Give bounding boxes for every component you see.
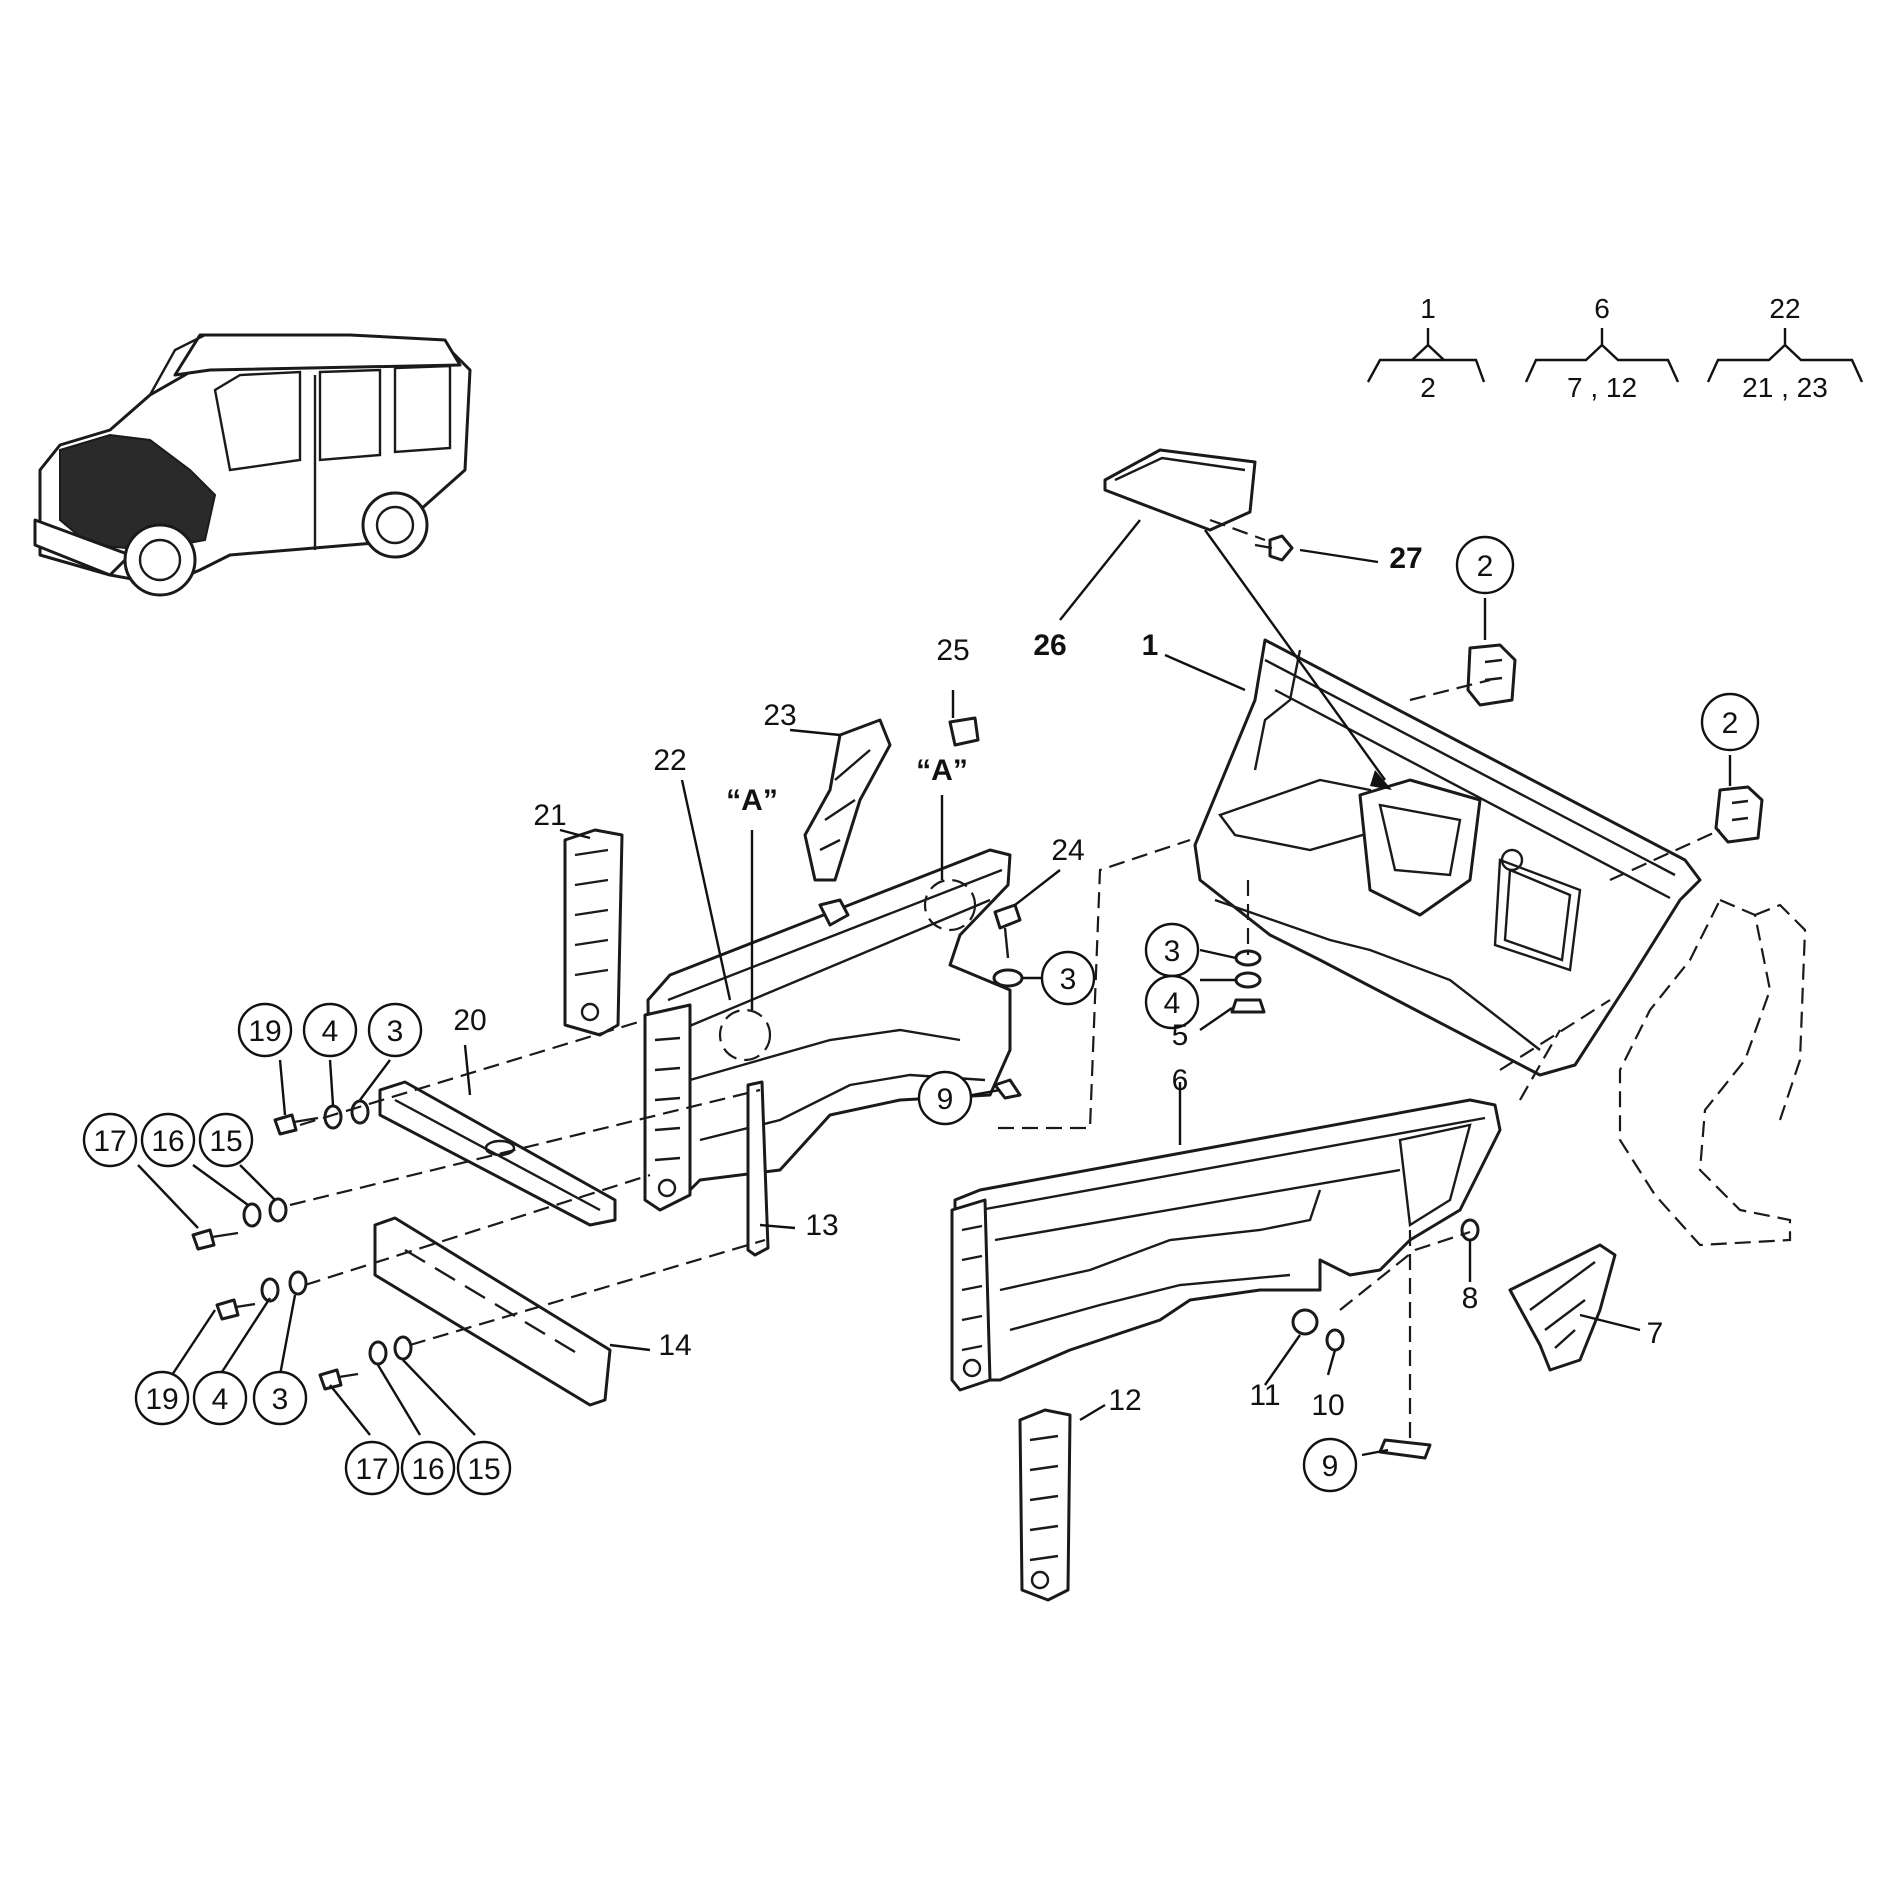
callout-circle-15a [198, 1112, 254, 1168]
callout-circle-3d [252, 1370, 308, 1426]
callout-circle-17b [344, 1440, 400, 1496]
callout-leaders [137, 519, 1732, 1457]
callout-14: 14 [658, 1329, 691, 1362]
vehicle-locator-thumbnail [33, 333, 472, 597]
group-bracket-1: 1 2 [1366, 293, 1486, 403]
group-22-bottom: 21 , 23 [1742, 372, 1828, 403]
callout-circle-4c [192, 1370, 248, 1426]
callout-16b: 16 [411, 1453, 444, 1486]
group-6-top: 6 [1594, 293, 1610, 324]
callout-11: 11 [1249, 1379, 1280, 1412]
strap-part-9-upper [993, 1078, 1022, 1100]
assembly-lines [289, 678, 1721, 1347]
callout-26: 26 [1033, 629, 1066, 662]
callout-15a: 15 [209, 1125, 242, 1158]
callout-circle-3c [367, 1002, 423, 1058]
screw-part-27 [1209, 518, 1294, 562]
washer-part-3-upper [992, 968, 1024, 988]
post-part-12 [1018, 1408, 1072, 1602]
callout-25: 25 [936, 634, 969, 667]
inner-fender-part-6 [950, 1098, 1502, 1392]
group-1-top: 1 [1420, 293, 1436, 324]
firewall-part-1 [1193, 638, 1702, 1077]
bolt-part-24 [993, 903, 1022, 959]
callout-circle-17a [82, 1112, 138, 1168]
callout-9b: 9 [1322, 1450, 1339, 1483]
callout-3a: 3 [1060, 963, 1077, 996]
callout-17b: 17 [355, 1453, 388, 1486]
callout-24: 24 [1051, 834, 1084, 867]
gusset-part-23 [803, 718, 892, 882]
group-bracket-22: 22 21 , 23 [1706, 293, 1864, 403]
crossmember-part-20 [378, 1080, 617, 1227]
fastener-stack-middle [1230, 949, 1266, 1014]
callout-4a: 4 [1164, 987, 1181, 1020]
callout-3d: 3 [272, 1383, 289, 1416]
callout-23: 23 [763, 699, 796, 732]
cover-plate-part-26 [1103, 448, 1257, 532]
callout-7: 7 [1647, 1317, 1664, 1350]
callout-circle-19b [134, 1370, 190, 1426]
group-1-bottom: 2 [1420, 372, 1436, 403]
crossmember-part-14 [373, 1216, 612, 1407]
callout-1: 1 [1142, 629, 1159, 662]
detail-a-1: “A” [726, 784, 778, 817]
arrow-head [1370, 770, 1392, 790]
callout-13: 13 [805, 1209, 838, 1242]
callout-circle-4b [302, 1002, 358, 1058]
callout-10: 10 [1311, 1389, 1344, 1422]
callout-circle-4a [1144, 974, 1200, 1030]
callout-circle-9a [917, 1070, 973, 1126]
callout-20: 20 [453, 1004, 486, 1037]
callout-circle-2b [1700, 692, 1760, 752]
ghost-fender-outline [1618, 898, 1792, 1247]
group-6-bottom: 7 , 12 [1567, 372, 1637, 403]
callout-circle-19a [237, 1002, 293, 1058]
callout-circle-9b [1302, 1437, 1358, 1493]
callout-16a: 16 [151, 1125, 184, 1158]
callout-3c: 3 [387, 1015, 404, 1048]
inner-fender-part-22 [643, 848, 1012, 1212]
callout-19a: 19 [248, 1015, 281, 1048]
detail-a-2: “A” [916, 754, 968, 787]
group-22-top: 22 [1769, 293, 1800, 324]
small-fasteners-right [1291, 1218, 1480, 1460]
callout-circle-16a [140, 1112, 196, 1168]
callout-6: 6 [1172, 1064, 1189, 1097]
callout-labels: 26 27 1 2 2 21 22 23 25 “A” “A” 24 3 9 3… [82, 535, 1760, 1496]
bracket-part-2-lower [1714, 785, 1764, 844]
gusset-part-7 [1508, 1243, 1617, 1372]
callout-22: 22 [653, 744, 686, 777]
callout-circle-2a [1455, 535, 1515, 595]
callout-21: 21 [533, 799, 566, 832]
fastener-set-left [191, 1099, 413, 1391]
arrow-cover-to-firewall [1204, 529, 1386, 781]
post-part-21 [563, 828, 624, 1037]
callout-4b: 4 [322, 1015, 339, 1048]
callout-15b: 15 [467, 1453, 500, 1486]
callout-17a: 17 [93, 1125, 126, 1158]
bracket-part-2-upper [1466, 643, 1517, 707]
callout-2b: 2 [1722, 707, 1739, 740]
callout-8: 8 [1462, 1282, 1479, 1315]
callout-circle-15b [456, 1440, 512, 1496]
callout-2a: 2 [1477, 550, 1494, 583]
callout-circle-16b [400, 1440, 456, 1496]
callout-4c: 4 [212, 1383, 229, 1416]
callout-9a: 9 [937, 1083, 954, 1116]
callout-3b: 3 [1164, 935, 1181, 968]
cap-part-25 [948, 716, 980, 747]
group-bracket-6: 6 7 , 12 [1524, 293, 1680, 403]
callout-12: 12 [1108, 1384, 1141, 1417]
callout-5: 5 [1172, 1019, 1189, 1052]
callout-19b: 19 [145, 1383, 178, 1416]
rail-part-13 [746, 1080, 770, 1257]
callout-27: 27 [1389, 542, 1422, 575]
callout-circle-3a [1040, 950, 1096, 1006]
